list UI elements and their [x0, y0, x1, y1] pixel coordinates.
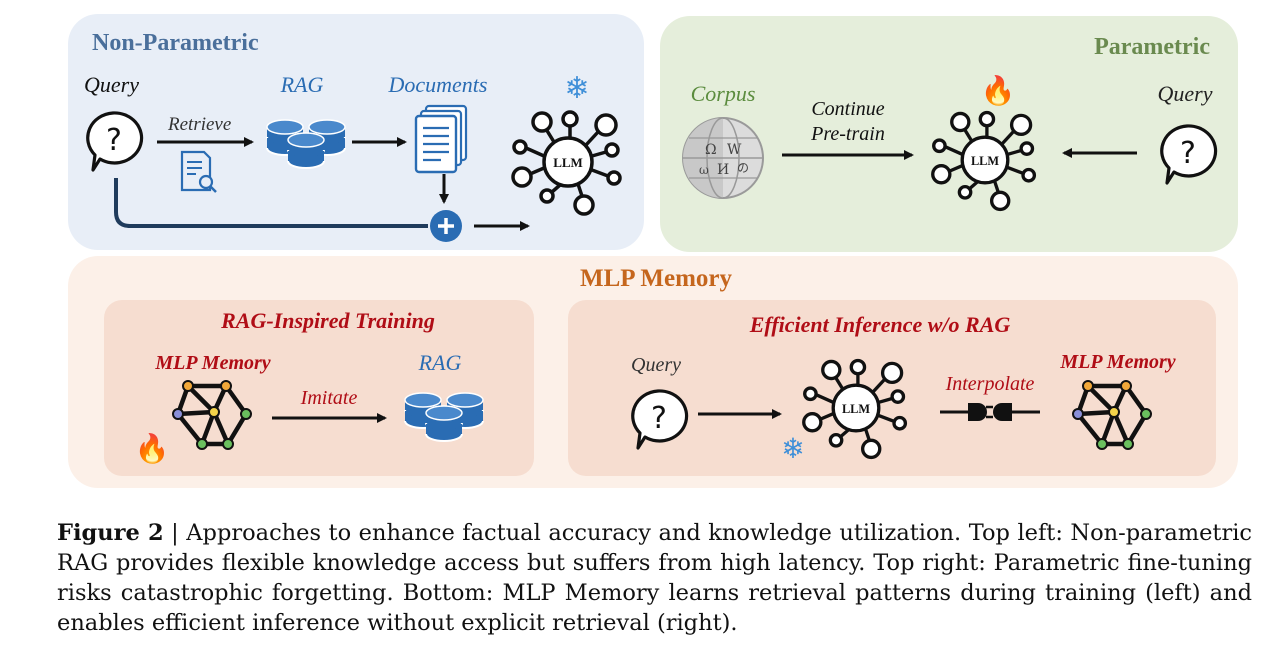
p-query-bubble-icon: ?: [1160, 124, 1218, 185]
non-parametric-panel: [68, 14, 644, 250]
svg-text:Ω: Ω: [705, 142, 717, 158]
wikipedia-globe-icon: Ω W И の ω: [682, 117, 764, 199]
figure-caption: Figure 2 | Approaches to enhance factual…: [57, 518, 1252, 638]
svg-text:?: ?: [651, 401, 667, 436]
p-query-label: Query: [1158, 81, 1213, 106]
parametric-panel: [660, 16, 1238, 252]
training-rag-label: RAG: [418, 350, 462, 375]
caption-separator: |: [163, 520, 187, 546]
svg-text:W: W: [727, 142, 742, 158]
interpolate-label: Interpolate: [945, 373, 1035, 395]
np-snowflake-icon: ❄: [564, 71, 589, 106]
inference-mlp-label: MLP Memory: [1059, 351, 1175, 373]
svg-text:?: ?: [1180, 136, 1196, 171]
inference-title: Efficient Inference w/o RAG: [749, 312, 1011, 337]
training-title: RAG-Inspired Training: [220, 308, 435, 333]
figure-diagram: Non-Parametric Query ? Retrieve RAG Docu…: [68, 14, 1238, 488]
inference-snowflake-icon: ❄: [781, 432, 804, 465]
documents-label: Documents: [388, 72, 488, 97]
combine-plus-icon: [430, 210, 462, 242]
inference-subpanel: [568, 300, 1216, 476]
np-llm-icon: LLM: [511, 110, 622, 216]
non-parametric-title: Non-Parametric: [92, 30, 259, 56]
inference-query-label: Query: [631, 354, 681, 376]
document-search-icon: [180, 150, 217, 193]
training-mlp-network-icon: [172, 380, 252, 450]
plug-connector-icon: [940, 403, 1040, 421]
svg-text:LLM: LLM: [553, 155, 583, 170]
np-rag-label: RAG: [280, 72, 324, 97]
pretrain-label: Pre-train: [810, 123, 885, 145]
parametric-title: Parametric: [1094, 34, 1210, 60]
retrieve-label: Retrieve: [167, 114, 231, 135]
np-query-label: Query: [84, 72, 139, 97]
training-mlp-label: MLP Memory: [154, 352, 270, 374]
svg-text:?: ?: [106, 123, 122, 158]
imitate-label: Imitate: [300, 387, 358, 409]
training-fire-icon: 🔥: [135, 432, 170, 465]
mlp-memory-title: MLP Memory: [580, 265, 733, 292]
svg-text:ω: ω: [699, 163, 709, 177]
svg-text:の: の: [737, 161, 749, 175]
p-fire-icon: 🔥: [981, 74, 1016, 107]
query-bypass-line: [114, 178, 428, 228]
np-query-bubble-icon: ?: [86, 111, 144, 172]
caption-label: Figure 2: [57, 520, 164, 546]
continue-label: Continue: [811, 98, 884, 120]
documents-icon: [414, 104, 468, 174]
caption-text: Approaches to enhance factual accuracy a…: [57, 520, 1252, 636]
inference-query-bubble-icon: ?: [631, 389, 689, 450]
corpus-label: Corpus: [691, 81, 756, 106]
svg-text:И: И: [717, 162, 729, 178]
